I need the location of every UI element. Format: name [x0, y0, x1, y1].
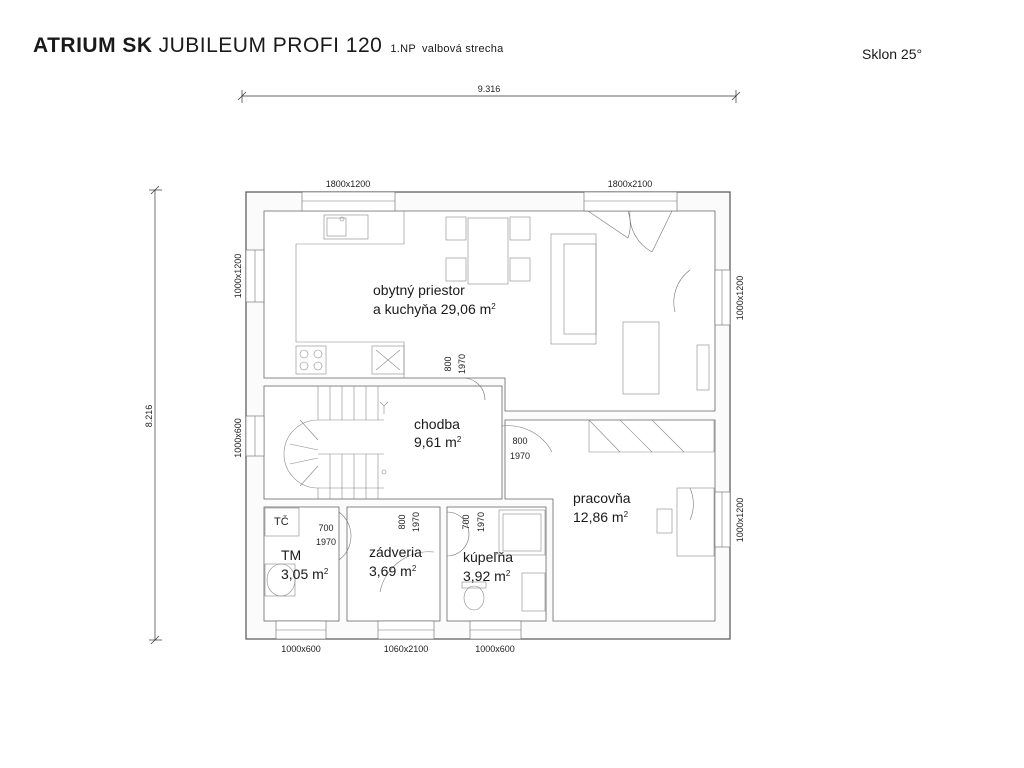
- label-window-bottom-left: 1000x600: [281, 644, 321, 654]
- study-name: pracovňa: [573, 490, 631, 506]
- label-door-study-w: 800: [512, 436, 527, 446]
- tm-area: 3,05 m2: [281, 566, 329, 582]
- heat-pump-box: [264, 507, 300, 537]
- window-right-top: [714, 269, 731, 326]
- label-window-top-right: 1800x2100: [608, 179, 653, 189]
- height-dimension: 8.216: [144, 185, 162, 645]
- living-room-name: obytný priestor: [373, 282, 465, 298]
- label-door-vest-h: 1970: [411, 512, 421, 532]
- label-door-vest-w: 800: [397, 514, 407, 529]
- furniture: [263, 210, 715, 612]
- hall-area: 9,61 m2: [414, 434, 462, 450]
- width-dimension-text: 9.316: [478, 84, 501, 94]
- window-right-bottom: [714, 491, 731, 548]
- heat-pump-label: TČ: [274, 515, 289, 528]
- label-window-bottom-right: 1000x600: [475, 644, 515, 654]
- window-top-right: [583, 191, 678, 212]
- living-room-area: a kuchyňa 29,06 m2: [373, 301, 496, 317]
- label-entry-door: 1060x2100: [384, 644, 429, 654]
- vestibule-area: 3,69 m2: [369, 563, 417, 579]
- room-labels: obytný priestor a kuchyňa 29,06 m2 chodb…: [274, 282, 631, 584]
- label-window-right-bottom: 1000x1200: [735, 498, 745, 543]
- label-window-left-top: 1000x1200: [233, 254, 243, 299]
- model-name: JUBILEUM PROFI 120: [158, 34, 383, 57]
- window-top-left: [301, 191, 396, 212]
- label-window-left-mid: 1000x600: [233, 418, 243, 458]
- roof-label: valbová strecha: [422, 43, 504, 55]
- height-dimension-text: 8.216: [144, 405, 154, 428]
- staircase: [283, 386, 389, 499]
- label-door-kitchen-h: 1970: [457, 354, 467, 374]
- label-window-right-top: 1000x1200: [735, 276, 745, 321]
- dining-table: [467, 217, 509, 285]
- label-door-study-h: 1970: [510, 451, 530, 461]
- label-door-tm-w: 700: [318, 523, 333, 533]
- bath-sink: [521, 572, 546, 612]
- hall-name: chodba: [414, 416, 460, 432]
- shower: [498, 509, 546, 556]
- label-window-top-left: 1800x1200: [326, 179, 371, 189]
- tm-name: TM: [281, 547, 301, 563]
- door-swings: [338, 210, 694, 593]
- width-dimension: 9.316: [237, 84, 741, 103]
- desk: [676, 487, 715, 557]
- roof-slope-label: Sklon 25°: [862, 46, 923, 62]
- label-door-bath-h: 1970: [476, 512, 486, 532]
- windows: [245, 191, 731, 640]
- label-door-kitchen-w: 800: [443, 356, 453, 371]
- opening-labels: 1800x1200 1800x2100 1000x1200 1000x600 1…: [233, 179, 745, 654]
- coffee-table: [622, 321, 660, 395]
- brand-name: ATRIUM SK: [33, 34, 153, 57]
- tv-stand: [696, 344, 710, 391]
- toilet: [463, 585, 485, 611]
- vestibule-name: zádveria: [369, 544, 422, 560]
- exterior-walls: [245, 191, 731, 640]
- sink: [323, 214, 369, 240]
- label-door-bath-w: 700: [461, 514, 471, 529]
- hob: [295, 345, 327, 375]
- study-area: 12,86 m2: [573, 509, 629, 525]
- bathroom-name: kúpeľňa: [463, 549, 513, 565]
- label-door-tm-h: 1970: [316, 537, 336, 547]
- floor-label: 1.NP: [390, 43, 416, 55]
- bathroom-area: 3,92 m2: [463, 568, 511, 584]
